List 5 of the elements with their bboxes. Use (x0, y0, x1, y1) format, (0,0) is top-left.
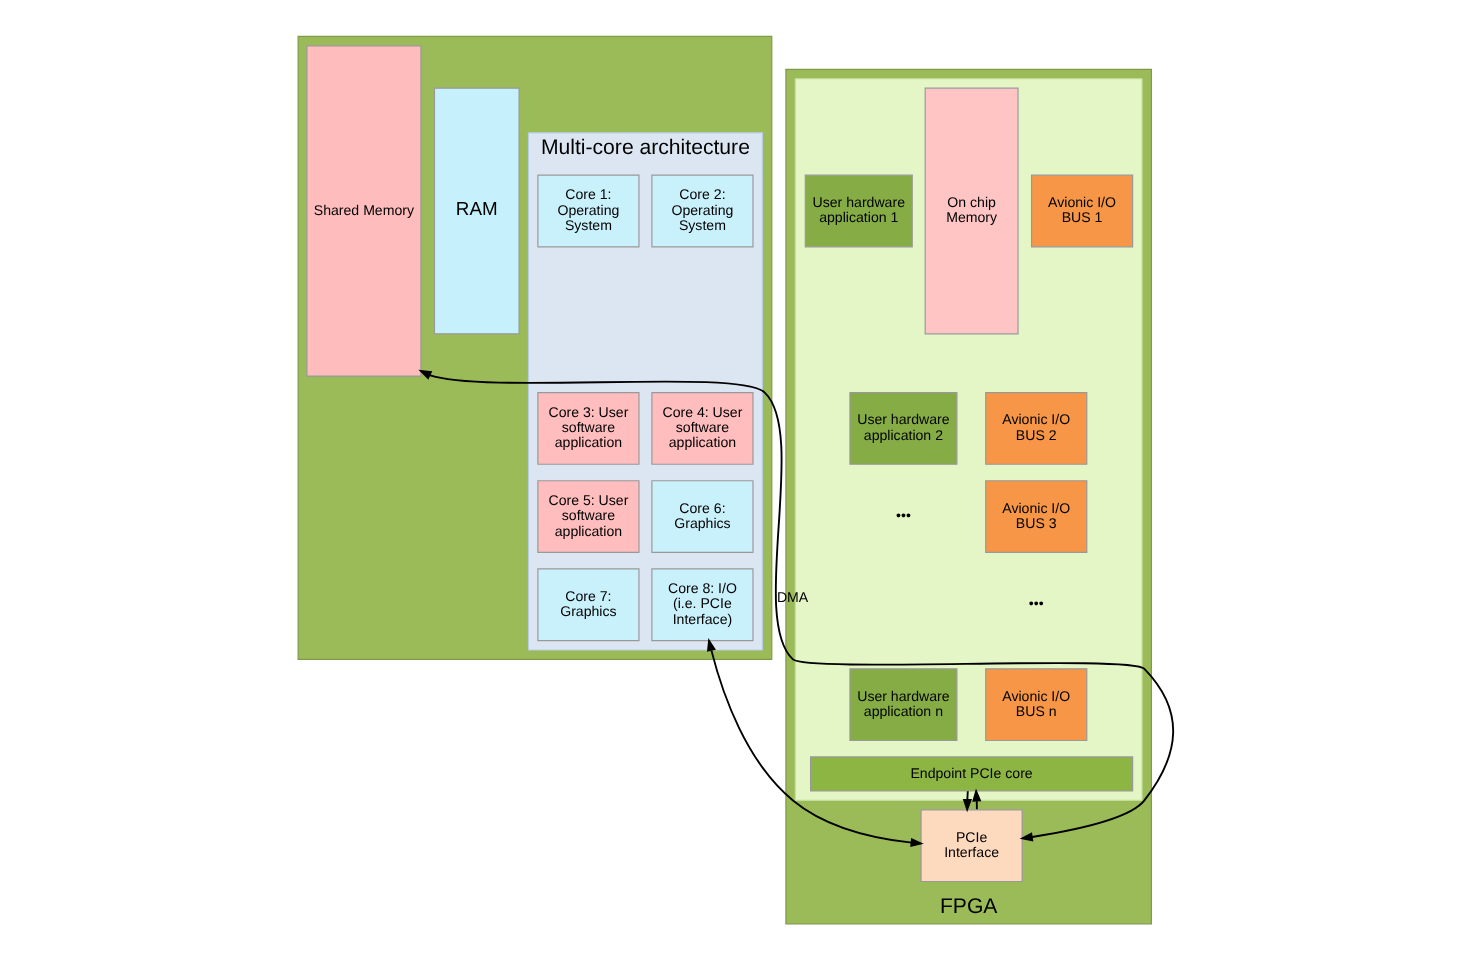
arrow (971, 788, 981, 811)
node-box: RAM (432, 87, 519, 335)
cluster (296, 35, 772, 660)
arrow (417, 369, 1174, 842)
arrow (706, 637, 923, 848)
